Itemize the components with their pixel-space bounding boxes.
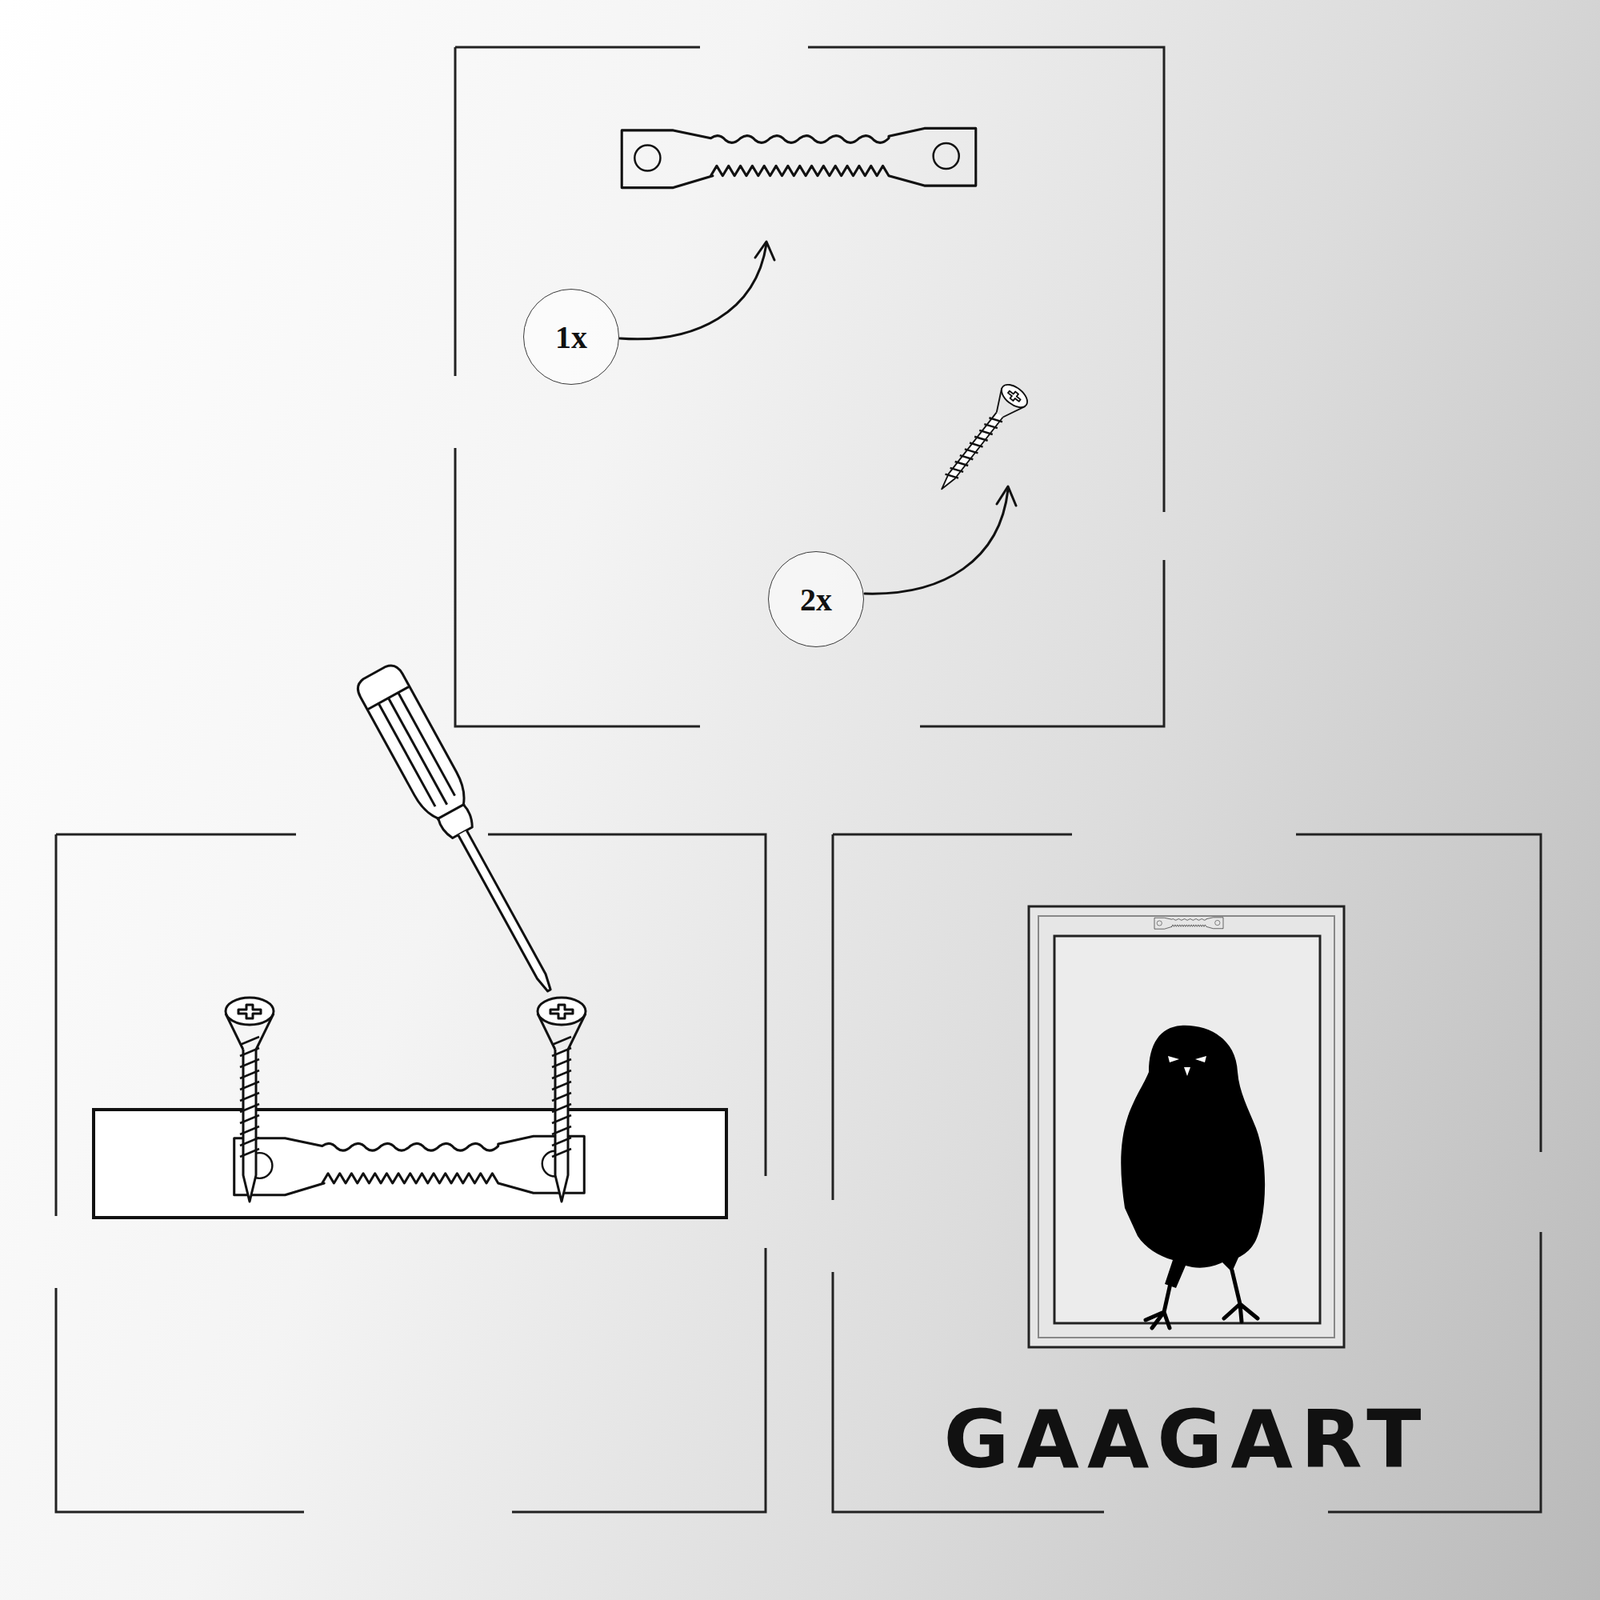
count-label: 2x [800, 580, 832, 619]
pointer-arrows [620, 241, 1016, 594]
screw-thread [240, 1148, 260, 1157]
screw-drawing [929, 380, 1032, 498]
crow-legs [1145, 1270, 1258, 1328]
screw-thread [240, 1126, 260, 1135]
count-circle: 2x [768, 551, 864, 648]
screw-thread [552, 1148, 572, 1157]
arrow-head [755, 241, 775, 260]
screw-thread [552, 1070, 572, 1079]
screw-thread [552, 1126, 572, 1135]
count-circle: 1x [523, 288, 620, 385]
hanger-drawing [234, 1136, 585, 1195]
screw-thread [240, 1104, 260, 1112]
screw-thread [552, 1036, 572, 1045]
screw-thread [240, 1081, 260, 1090]
screw-thread [955, 457, 969, 470]
screwdriver [353, 661, 571, 1003]
screw-thread [240, 1137, 260, 1146]
panel-frame [56, 47, 1541, 1512]
panel-frame-left [56, 834, 766, 1512]
screw-thread [950, 464, 964, 476]
screw-thread [552, 1059, 572, 1068]
crow-body [1120, 1025, 1265, 1288]
screw-thread [552, 1081, 572, 1090]
screw-thread [969, 439, 984, 452]
picture-mat [1054, 936, 1320, 1324]
screwdriver-handle [353, 661, 484, 845]
arrow-head [996, 486, 1016, 506]
screw-thread [240, 1036, 260, 1045]
brand-name: GAAGART [943, 1400, 1429, 1480]
crow-silhouette [1120, 1025, 1265, 1328]
frame-bar [93, 1109, 727, 1218]
screw-thread [960, 451, 974, 464]
screw-thread [944, 470, 959, 483]
panel-frame-right [832, 834, 1541, 1512]
picture-frame [1028, 906, 1344, 1348]
screw-drawing [225, 997, 274, 1202]
picture-frame-inner [1038, 916, 1335, 1338]
small-hanger [1154, 917, 1224, 929]
screw-thread [979, 426, 993, 439]
pointer-arrow [864, 489, 1008, 594]
screw-thread [984, 420, 998, 432]
screw-thread [240, 1059, 260, 1068]
screw-thread [988, 413, 1003, 426]
screwdriver-shaft [458, 830, 554, 993]
pointer-arrow [620, 244, 767, 340]
handle-grooves [367, 686, 472, 824]
screw-thread [552, 1115, 572, 1124]
crow-eye [1168, 1056, 1207, 1063]
screw-thread [240, 1092, 260, 1101]
screw-drawing [537, 997, 586, 1202]
screw-thread [552, 1092, 572, 1101]
panel-frame-top [455, 47, 1164, 727]
screw-threads [240, 1036, 572, 1157]
screw-thread [552, 1137, 572, 1146]
screw-thread [964, 444, 979, 457]
count-label: 1x [555, 318, 588, 356]
hanger-drawing [621, 128, 976, 188]
loose-screw [929, 380, 1032, 498]
screw-thread [240, 1115, 260, 1124]
screw-thread [552, 1048, 572, 1056]
crow-beak [1184, 1067, 1191, 1076]
screw-thread [240, 1070, 260, 1079]
screw-thread [974, 432, 988, 445]
screw-thread [552, 1104, 572, 1112]
screw-thread [240, 1048, 260, 1056]
